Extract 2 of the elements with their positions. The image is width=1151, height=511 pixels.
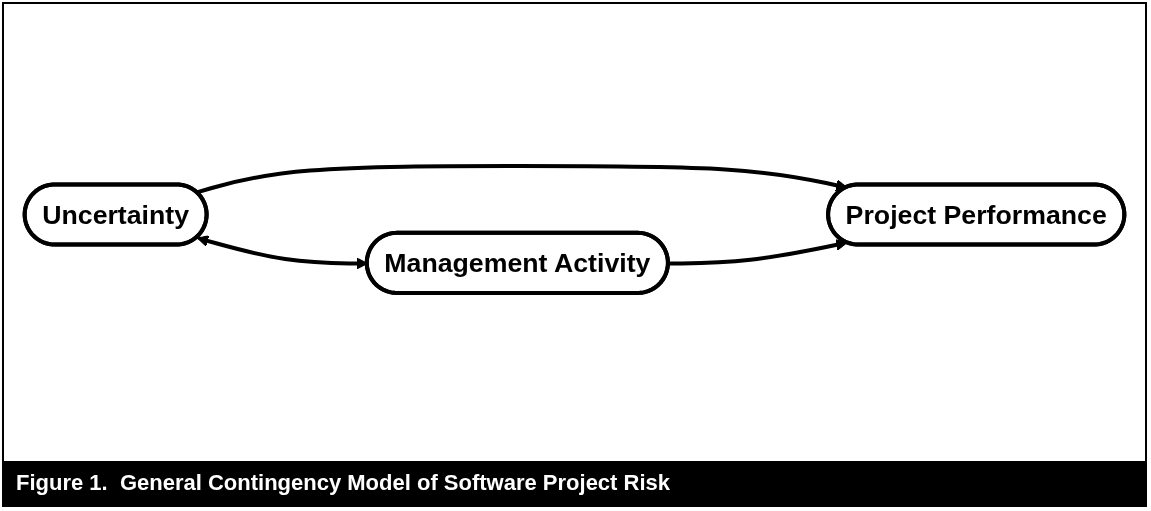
caption: Figure 1. General Contingency Model of Software Project Risk [4,461,1145,505]
arrow [668,239,848,266]
